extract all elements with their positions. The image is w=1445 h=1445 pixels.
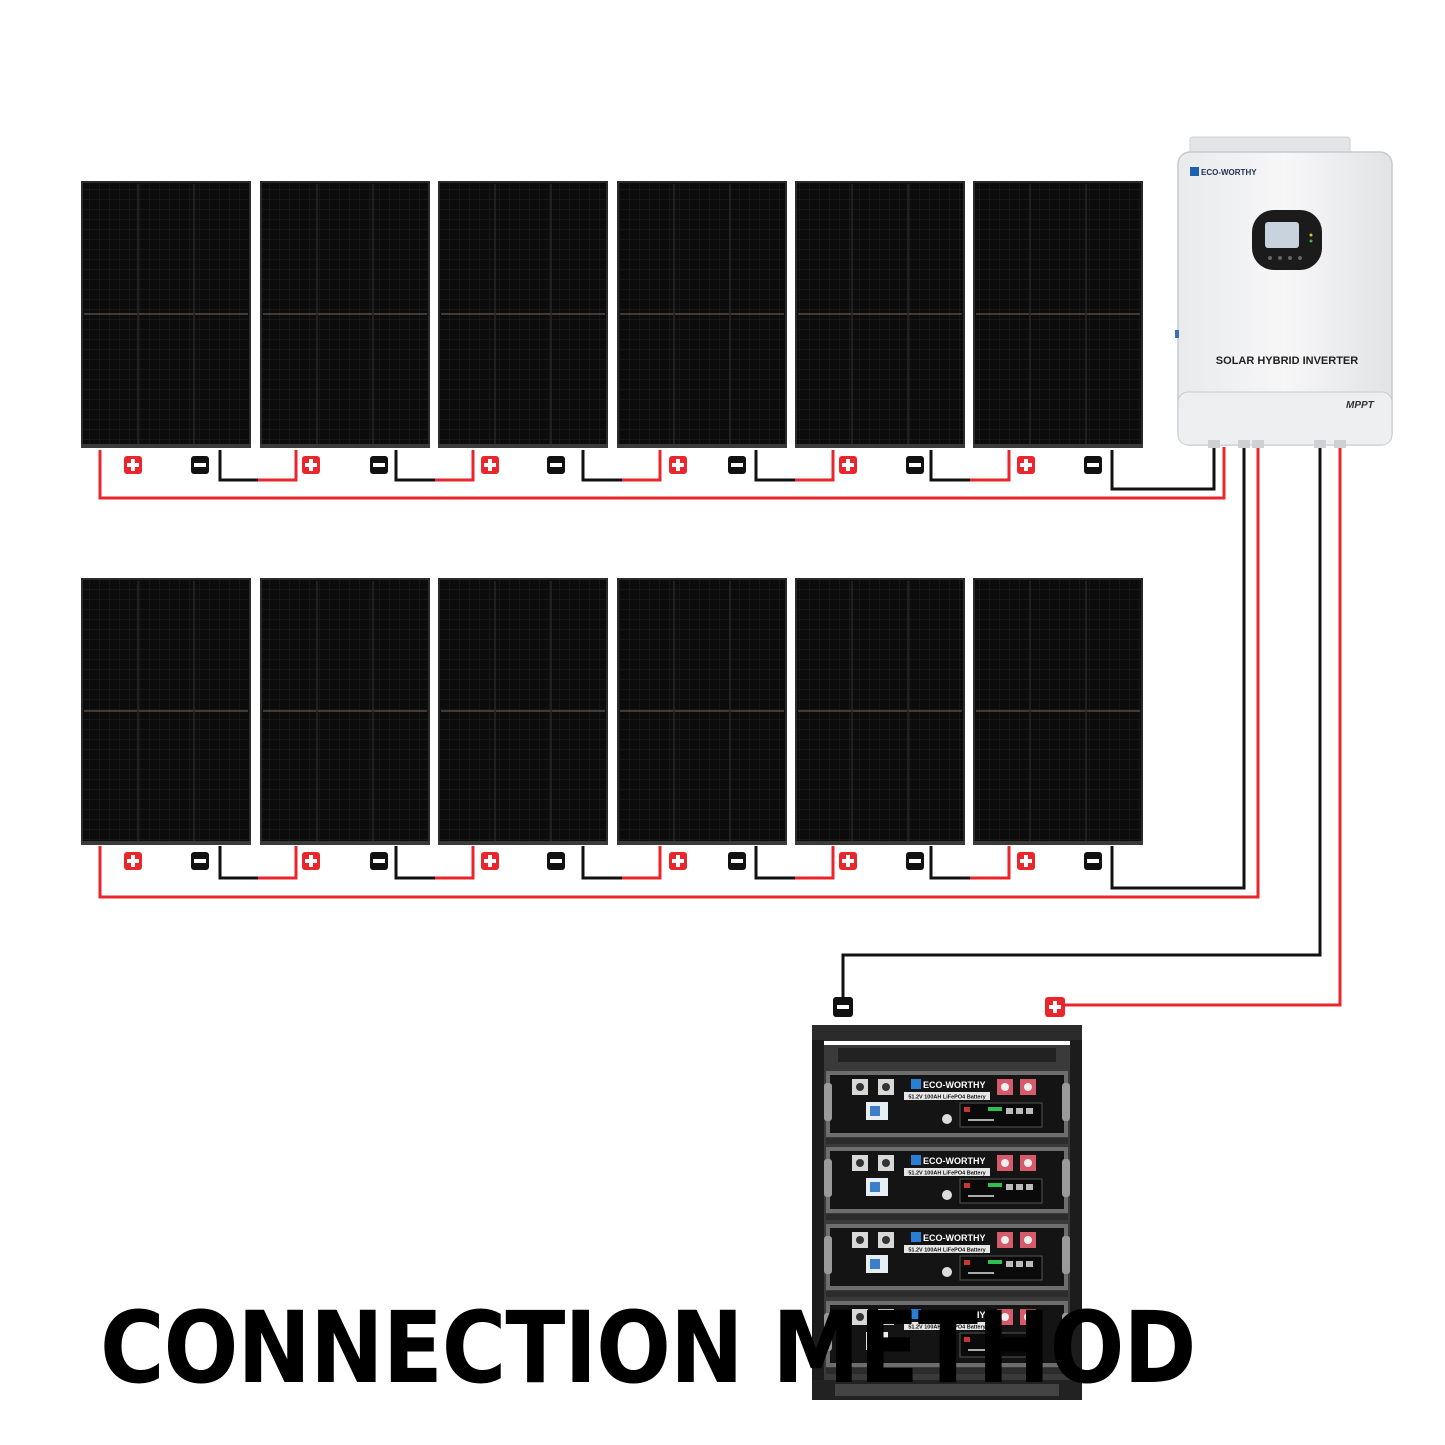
page-title: CONNECTION METHOD — [100, 1290, 1196, 1406]
positive-terminal-icon — [302, 456, 320, 474]
positive-terminal-icon — [302, 852, 320, 870]
solar-panel — [795, 181, 965, 448]
battery-module: ECO-WORTHY 51.2V 100AH LiFePO4 Battery — [824, 1147, 1070, 1220]
solar-panel — [617, 578, 787, 845]
solar-hybrid-inverter: ECO-WORTHY SOLAR HYBRID INVERTER MPPT — [1175, 136, 1393, 448]
negative-terminal-icon — [370, 456, 388, 474]
positive-terminal-icon — [481, 852, 499, 870]
battery-brand: ECO-WORTHY — [923, 1080, 986, 1090]
bottom-row-wiring — [98, 447, 1260, 899]
solar-panel — [81, 578, 251, 845]
solar-panel — [973, 578, 1143, 845]
positive-terminal-icon — [124, 852, 142, 870]
negative-terminal-icon — [547, 852, 565, 870]
battery-brand: ECO-WORTHY — [923, 1156, 986, 1166]
negative-terminal-icon — [728, 456, 746, 474]
battery-module: ECO-WORTHY 51.2V 100AH LiFePO4 Battery — [824, 1301, 1070, 1374]
mppt-badge: MPPT — [1346, 400, 1375, 411]
top-row-wiring — [98, 447, 1226, 500]
inverter-label: SOLAR HYBRID INVERTER — [1216, 355, 1358, 367]
battery-positive-terminal — [1045, 997, 1065, 1017]
eco-worthy-logo-icon — [1190, 167, 1199, 176]
battery-brand: ECO-WORTHY — [923, 1310, 986, 1320]
solar-panel — [260, 578, 430, 845]
eco-worthy-logo-icon — [911, 1309, 921, 1319]
eco-worthy-logo-icon — [911, 1079, 921, 1089]
solar-array — [81, 181, 1143, 845]
negative-terminal-icon — [547, 456, 565, 474]
positive-terminal-icon — [839, 456, 857, 474]
solar-panel — [617, 181, 787, 448]
eco-worthy-logo-icon — [911, 1232, 921, 1242]
negative-terminal-icon — [906, 852, 924, 870]
positive-terminal-icon — [124, 456, 142, 474]
battery-module: ECO-WORTHY 51.2V 100AH LiFePO4 Battery — [824, 1224, 1070, 1297]
positive-terminal-icon — [1017, 456, 1035, 474]
negative-terminal-icon — [728, 852, 746, 870]
positive-terminal-icon — [669, 456, 687, 474]
positive-terminal-icon — [1017, 852, 1035, 870]
negative-terminal-icon — [1084, 852, 1102, 870]
battery-brand: ECO-WORTHY — [923, 1233, 986, 1243]
solar-panel — [438, 578, 608, 845]
solar-panel — [81, 181, 251, 448]
negative-terminal-icon — [191, 456, 209, 474]
negative-terminal-icon — [191, 852, 209, 870]
positive-terminal-icon — [839, 852, 857, 870]
battery-negative-terminal — [833, 997, 853, 1017]
negative-terminal-icon — [906, 456, 924, 474]
battery-module: ECO-WORTHY 51.2V 100AH LiFePO4 Battery — [824, 1071, 1070, 1144]
solar-panel — [973, 181, 1143, 448]
negative-terminal-icon — [1084, 456, 1102, 474]
solar-panel — [795, 578, 965, 845]
battery-wiring — [841, 447, 1342, 1007]
battery-spec: 51.2V 100AH LiFePO4 Battery — [908, 1095, 986, 1101]
solar-panel — [260, 181, 430, 448]
battery-spec: 51.2V 100AH LiFePO4 Battery — [908, 1325, 986, 1331]
positive-terminal-icon — [481, 456, 499, 474]
inverter-brand: ECO-WORTHY — [1201, 168, 1257, 177]
positive-terminal-icon — [669, 852, 687, 870]
battery-spec: 51.2V 100AH LiFePO4 Battery — [908, 1171, 986, 1177]
battery-spec: 51.2V 100AH LiFePO4 Battery — [908, 1248, 986, 1254]
panel-terminals — [124, 456, 1102, 870]
negative-terminal-icon — [370, 852, 388, 870]
solar-panel — [438, 181, 608, 448]
eco-worthy-logo-icon — [911, 1155, 921, 1165]
